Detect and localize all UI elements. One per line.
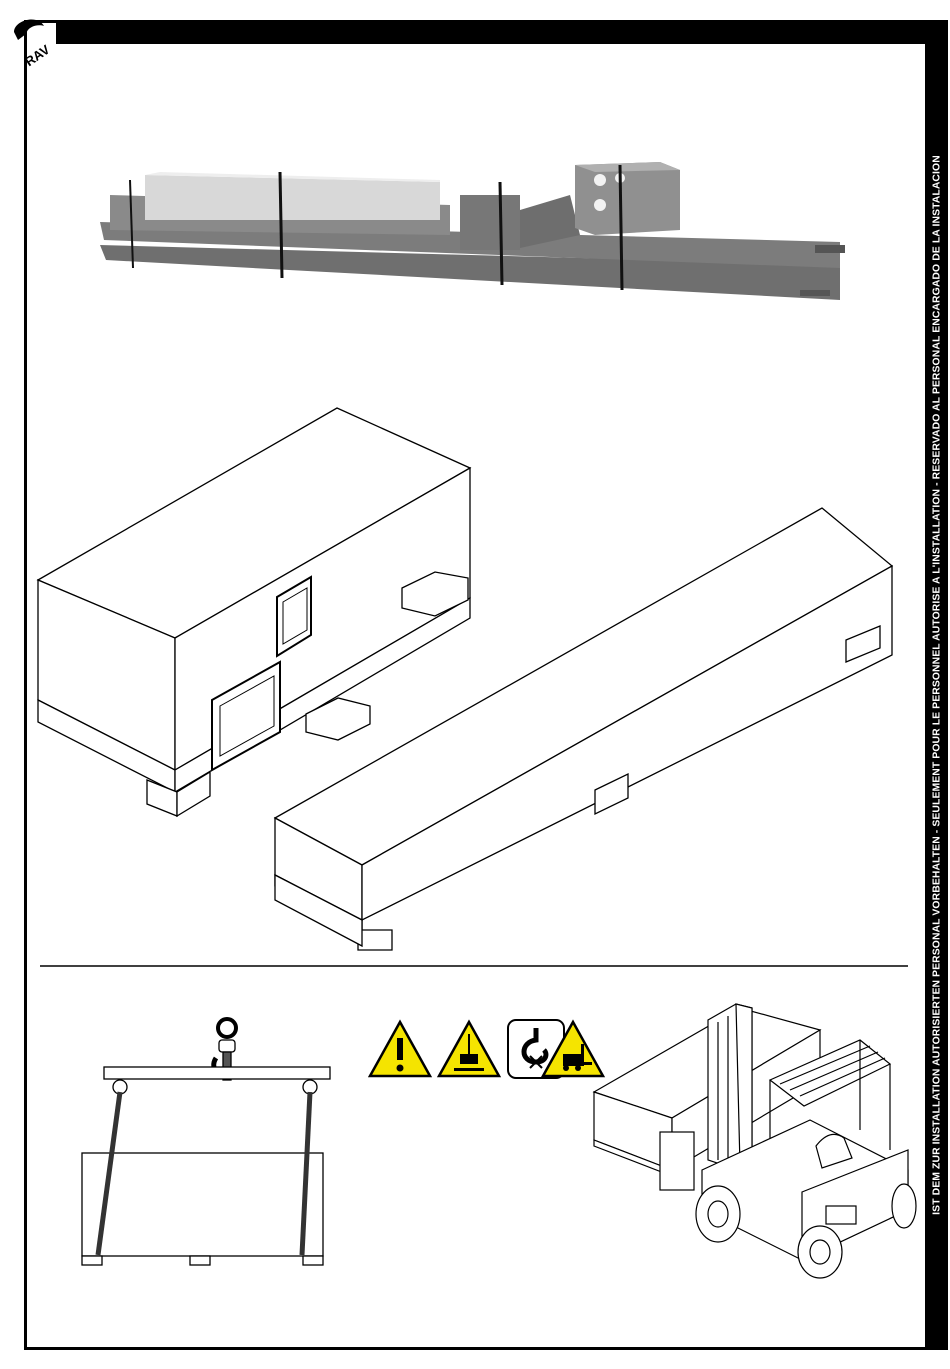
packed-lift-photo — [100, 150, 860, 300]
suspended-load-warning-icon — [439, 1022, 499, 1076]
brand-logo: RAV — [8, 10, 56, 66]
header-bar — [56, 20, 928, 44]
lifting-beam-illustration — [78, 1010, 338, 1270]
exclamation-warning-icon — [370, 1022, 430, 1076]
warning-icon-row — [368, 1018, 608, 1082]
crate-illustration — [30, 400, 920, 960]
forklift-illustration — [590, 960, 920, 1280]
installer-notice-sidebar: IST DEM ZUR INSTALLATION AUTORISIERTEN P… — [926, 20, 948, 1350]
installer-notice-text: IST DEM ZUR INSTALLATION AUTORISIERTEN P… — [932, 35, 943, 1335]
